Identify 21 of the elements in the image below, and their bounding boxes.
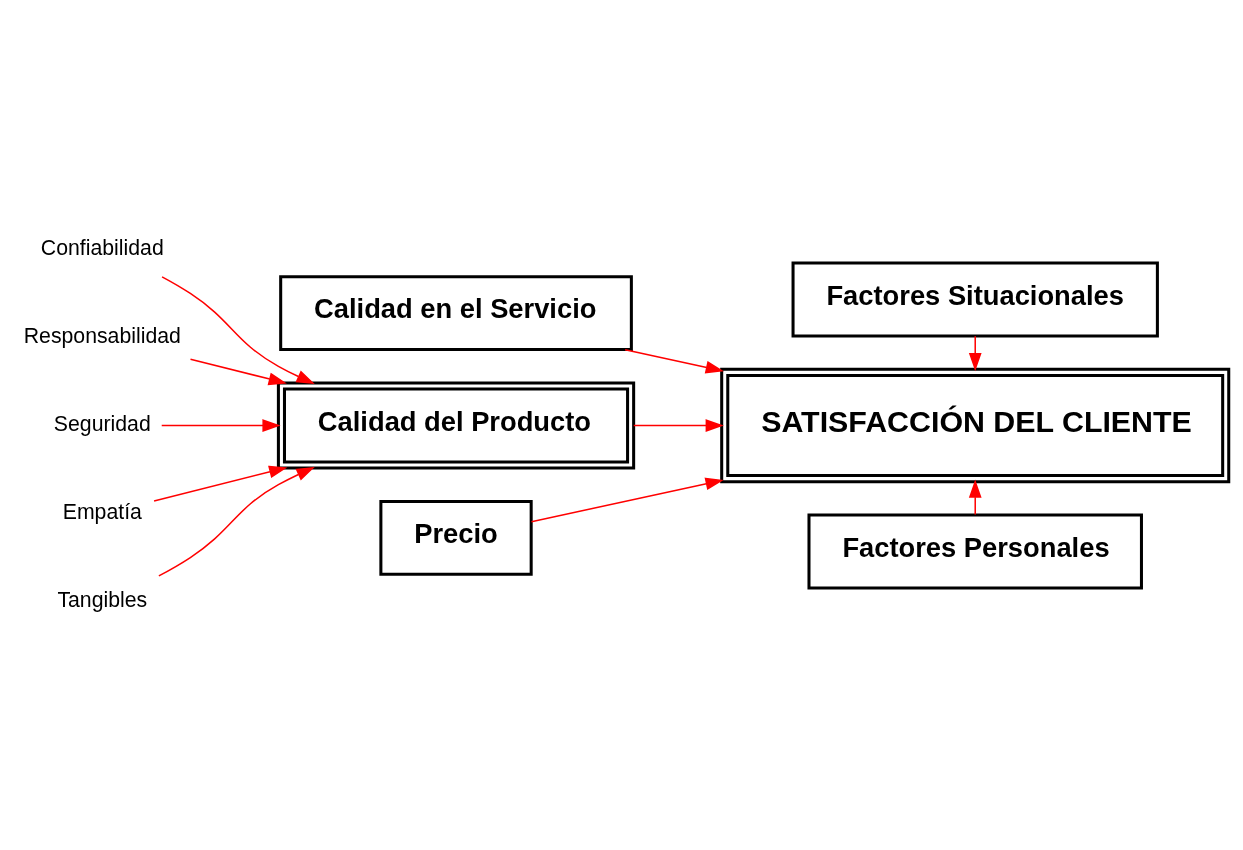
node-text: Responsabilidad [23, 323, 181, 348]
node-text: Tangibles [57, 587, 148, 612]
node-box: Precio [379, 499, 533, 576]
arrow [161, 275, 315, 384]
arrow [968, 479, 982, 515]
node-text: Confiabilidad [40, 235, 164, 260]
node-text: Empatía [62, 499, 142, 524]
node-box: SATISFACCIÓN DEL CLIENTE [720, 367, 1231, 483]
arrow [158, 466, 315, 577]
arrow [624, 348, 724, 373]
arrow [633, 418, 724, 432]
arrow [189, 357, 287, 385]
arrow [153, 465, 288, 502]
node-box: Factores Situacionales [791, 261, 1159, 337]
arrow [160, 418, 281, 432]
node-box: Calidad del Producto [276, 380, 636, 470]
node-box: Factores Personales [807, 513, 1143, 589]
arrow [530, 477, 724, 522]
node-text: Seguridad [53, 411, 151, 436]
arrow [968, 335, 982, 371]
node-box: Calidad en el Servicio [279, 274, 633, 351]
